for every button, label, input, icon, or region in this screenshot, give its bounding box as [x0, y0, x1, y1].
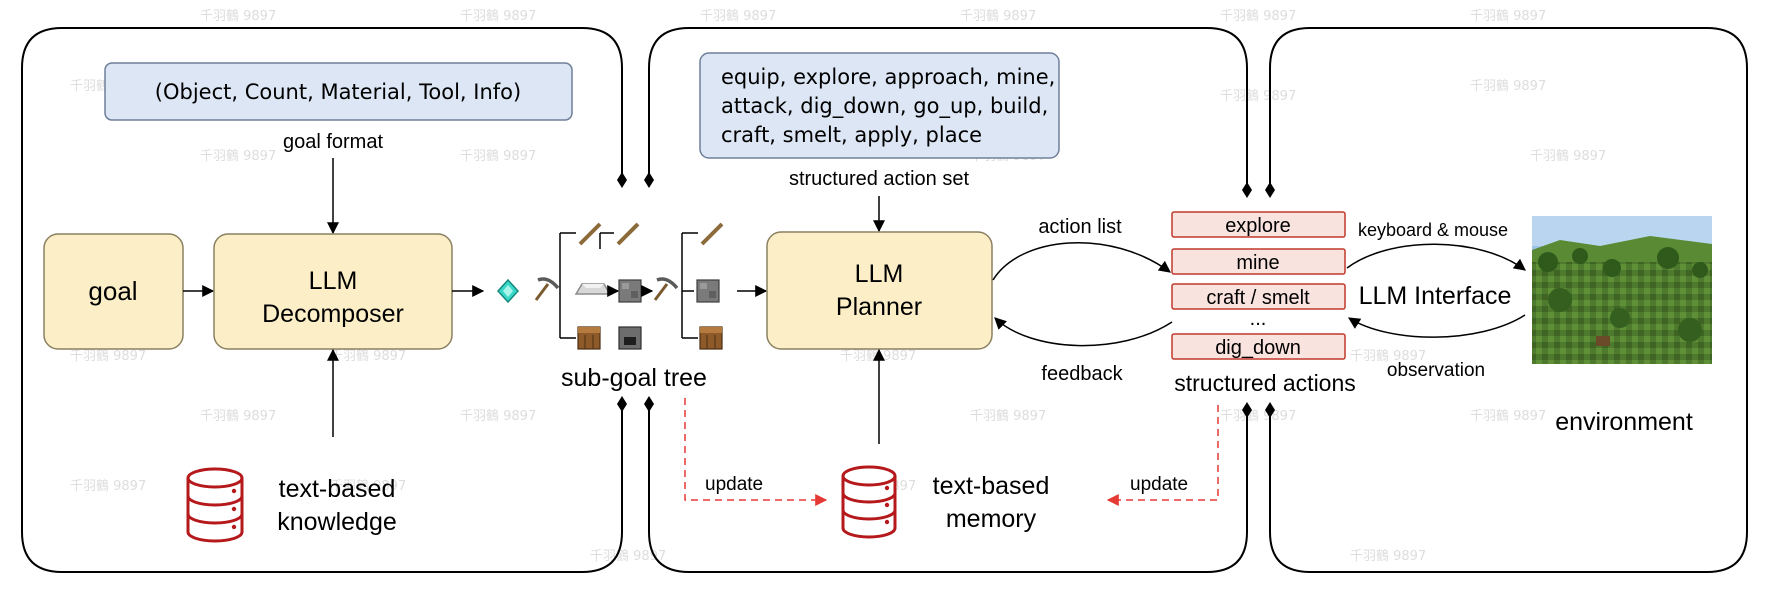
arrow-action-list: [992, 241, 1171, 281]
panel-decomposer: [21, 27, 623, 573]
observation-label: observation: [1387, 360, 1485, 381]
action-list-label: action list: [1038, 216, 1122, 238]
connector-end: [1265, 402, 1275, 418]
watermark: 千羽鶴 9897: [460, 8, 536, 24]
furnace-icon: [618, 326, 642, 350]
watermark: 千羽鶴 9897: [590, 548, 666, 564]
watermark: 千羽鶴 9897: [1530, 148, 1606, 164]
action-set-line3: craft, smelt, apply, place: [721, 123, 982, 147]
update-arrow-left: [684, 398, 828, 506]
panel-planner-bottom: [648, 403, 1248, 573]
action-item: [1171, 333, 1346, 360]
structured-actions-label: structured actions: [1174, 370, 1356, 396]
stick-icon: [700, 222, 724, 246]
database-icon: [841, 465, 897, 539]
watermark: 千羽鶴 9897: [1220, 88, 1296, 104]
environment-image: [1532, 216, 1712, 364]
watermark: 千羽鶴 9897: [460, 148, 536, 164]
cobblestone-icon: [696, 279, 720, 303]
planner-box: [766, 231, 993, 350]
knowledge-label-line1: text-based: [279, 475, 396, 503]
watermark: 千羽鶴 9897: [70, 478, 146, 494]
action-set-line1: equip, explore, approach, mine,: [721, 65, 1055, 89]
decomposer-label-line1: LLM: [309, 267, 358, 295]
action-item-label: craft / smelt: [1206, 287, 1310, 309]
keyboard-mouse-label: keyboard & mouse: [1358, 220, 1508, 240]
connector-end: [644, 172, 654, 188]
structured-action-set-label: structured action set: [789, 168, 970, 190]
connector-end: [644, 396, 654, 412]
watermark: 千羽鶴 9897: [970, 408, 1046, 424]
watermark: 千羽鶴 9897: [960, 8, 1036, 24]
watermark: 千羽鶴 9897: [1220, 408, 1296, 424]
action-set-line2: attack, dig_down, go_up, build,: [721, 94, 1048, 119]
subgoal-tree: [496, 222, 724, 350]
goal-format-label: goal format: [283, 131, 383, 153]
action-item: [1171, 283, 1346, 310]
connector-end: [1242, 182, 1252, 198]
subgoal-tree-label: sub-goal tree: [561, 364, 707, 392]
action-ellipsis: ...: [1250, 308, 1267, 330]
connector-end: [1265, 182, 1275, 198]
update-arrow-right: [1106, 405, 1219, 506]
update-label-left: update: [705, 474, 763, 495]
decomposer-label-line2: Decomposer: [262, 300, 404, 328]
watermark: 千羽鶴 9897: [1350, 348, 1426, 364]
memory-label-line1: text-based: [933, 472, 1050, 500]
watermark: 千羽鶴 9897: [700, 8, 776, 24]
connector-end: [1242, 402, 1252, 418]
arrow-keyboard-mouse: [1346, 243, 1526, 271]
watermark: 千羽鶴 9897: [1470, 8, 1546, 24]
arrow-observation: [1347, 314, 1526, 338]
diamond-icon: [496, 278, 520, 304]
connector-end: [617, 396, 627, 412]
update-label-right: update: [1130, 474, 1188, 495]
pickaxe-icon: [653, 277, 679, 301]
action-item-label: dig_down: [1215, 337, 1301, 359]
llm-interface-label: LLM Interface: [1359, 282, 1512, 310]
planner-label-line1: LLM: [855, 260, 904, 288]
planner-label-line2: Planner: [836, 293, 922, 321]
environment-label: environment: [1555, 408, 1693, 436]
iron-ingot-icon: [574, 283, 612, 295]
watermark: 千羽鶴 9897: [70, 348, 146, 364]
structured-actions-list: explore mine craft / smelt ... dig_down: [1171, 211, 1346, 360]
arrow-feedback: [994, 317, 1173, 347]
watermark: 千羽鶴 9897: [200, 148, 276, 164]
crafting-table-icon: [699, 326, 723, 350]
database-icon: [186, 467, 244, 543]
stick-icon: [616, 222, 640, 246]
cobblestone-icon: [618, 279, 642, 303]
knowledge-label-line2: knowledge: [277, 508, 397, 536]
action-item-label: explore: [1225, 215, 1291, 237]
goal-format-box-text: (Object, Count, Material, Tool, Info): [155, 80, 521, 104]
action-item: [1171, 211, 1346, 238]
watermark: 千羽鶴 9897: [1350, 548, 1426, 564]
watermark: 千羽鶴 9897: [330, 478, 406, 494]
connector-end: [617, 172, 627, 188]
watermark: 千羽鶴 9897: [1470, 78, 1546, 94]
pickaxe-icon: [534, 277, 560, 301]
watermark: 千羽鶴 9897: [200, 408, 276, 424]
panel-planner-top: [648, 27, 1248, 185]
crafting-table-icon: [577, 326, 601, 350]
stick-icon: [578, 222, 602, 246]
goal-label: goal: [88, 276, 137, 306]
action-item-label: mine: [1236, 252, 1279, 274]
goal-format-box: [104, 62, 573, 121]
watermark: 千羽鶴 9897: [1470, 408, 1546, 424]
feedback-label: feedback: [1041, 363, 1123, 385]
watermark: 千羽鶴 9897: [840, 348, 916, 364]
panel-interface: [1269, 27, 1748, 573]
watermark: 千羽鶴 9897: [200, 8, 276, 24]
memory-label-line2: memory: [946, 505, 1037, 533]
watermark: 千羽鶴 9897: [1220, 8, 1296, 24]
watermark: 千羽鶴 9897: [460, 408, 536, 424]
action-item: [1171, 248, 1346, 275]
action-set-box: [699, 52, 1060, 159]
watermark: 千羽鶴 9897: [330, 348, 406, 364]
